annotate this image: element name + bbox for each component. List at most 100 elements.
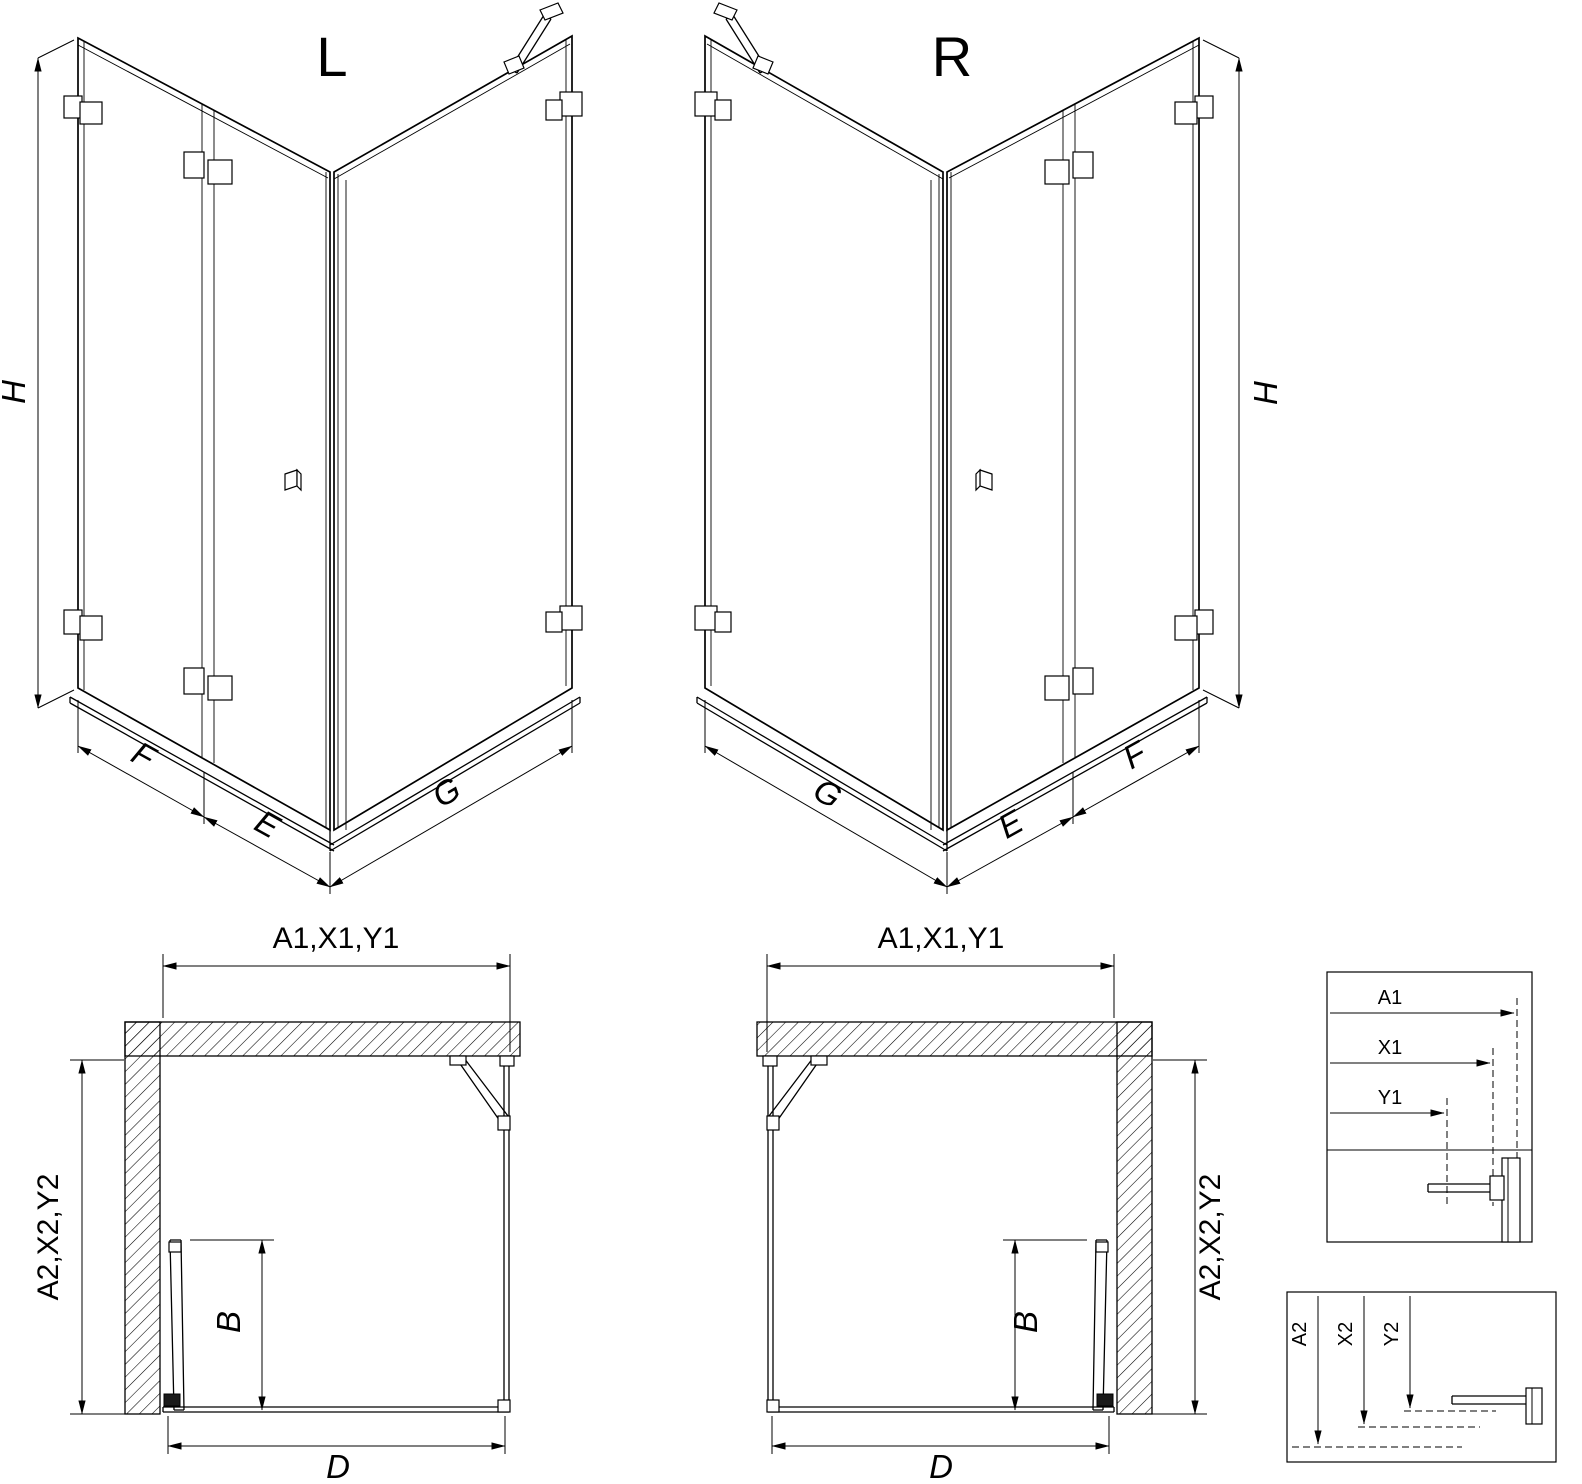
- hinge-block: [1044, 675, 1070, 701]
- wall-bracket: [559, 91, 583, 117]
- dim-label-d: D: [929, 1448, 953, 1484]
- brace-glass-clamp: [766, 1115, 780, 1131]
- dim-label-h: H: [0, 380, 32, 404]
- extension-lines: [704, 700, 1200, 894]
- glass-top-fitting: [762, 1055, 778, 1067]
- glass-edge-lines: [706, 40, 1200, 830]
- door-open-plan: [1092, 1239, 1114, 1411]
- glass-panel-side-outline: [704, 34, 944, 832]
- extension-lines: [167, 1416, 506, 1454]
- dimension-line-g: [329, 745, 573, 888]
- glass-edge-lines: [77, 40, 571, 830]
- dim-label-a1x1y1: A1,X1,Y1: [878, 922, 1005, 955]
- hinge-block: [183, 151, 205, 179]
- support-brace-plan: [449, 1055, 511, 1131]
- wall-profile: [1501, 1157, 1521, 1243]
- dimension-height-left: H: [0, 39, 75, 709]
- glass-panel-side-outline: [333, 34, 573, 832]
- brace-glass-clamp: [503, 55, 525, 75]
- detail-label-a1: A1: [1378, 987, 1402, 1009]
- dimension-line-e: [946, 816, 1074, 888]
- door-hinge-axis: [1062, 104, 1076, 763]
- plan-view-left: A1,X1,Y1 A2,X2,Y2 B D: [32, 922, 521, 1484]
- glass-top-fitting: [499, 1055, 515, 1067]
- brace-wall-mount: [810, 1055, 828, 1066]
- wall-bracket: [694, 91, 718, 117]
- brace-wall-mount: [539, 2, 564, 21]
- extension-lines: [771, 1416, 1110, 1454]
- wall-brackets: [63, 91, 583, 641]
- iso-view-right: H G E F R: [694, 2, 1284, 894]
- wall-profile: [1525, 1387, 1543, 1425]
- brace-bar: [768, 1057, 822, 1125]
- wall-bracket: [79, 615, 103, 641]
- door-top-cap: [1095, 1241, 1109, 1253]
- brace-bar: [509, 14, 552, 74]
- reference-dashed-lines: [1292, 1410, 1496, 1448]
- brace-glass-clamp: [752, 55, 774, 75]
- detail-box-horizontal-dims: A1 X1 Y1: [1326, 971, 1533, 1243]
- extension-ticks: [37, 39, 75, 709]
- wall-brackets: [694, 91, 1214, 641]
- dimension-line-f: [1072, 745, 1200, 818]
- door-hinge-axis: [201, 104, 215, 763]
- wall-profile-section: [1451, 1387, 1543, 1425]
- hinge-block: [183, 667, 205, 695]
- dimension-bottom-width: D: [771, 1416, 1110, 1484]
- hatched-wall-top: [124, 1021, 521, 1057]
- dim-label-d: D: [326, 1448, 350, 1484]
- dimension-height-right: H: [1202, 39, 1284, 709]
- dimension-bottom-width: D: [167, 1416, 506, 1484]
- detail-label-x1: X1: [1378, 1037, 1402, 1059]
- door-handle-knob: [975, 468, 993, 492]
- extension-lines: [162, 954, 511, 1052]
- wall-bracket: [1194, 609, 1214, 635]
- door-leaf: [169, 1239, 185, 1411]
- hinge-block: [1044, 159, 1070, 185]
- extension-lines: [766, 954, 1115, 1052]
- hatched-wall-top: [756, 1021, 1153, 1057]
- glass-section: [1451, 1395, 1526, 1405]
- dimension-side-depth: A2,X2,Y2: [32, 1059, 156, 1415]
- door-hinges: [1044, 151, 1094, 701]
- dim-label-b: B: [1007, 1311, 1044, 1333]
- wall-bracket: [1174, 101, 1198, 125]
- variant-label-left: L: [316, 25, 347, 88]
- brace-bar: [725, 14, 768, 74]
- hinge-block: [1072, 667, 1094, 695]
- wall-bracket: [79, 101, 103, 125]
- dimension-side-depth: A2,X2,Y2: [1121, 1059, 1227, 1415]
- support-brace-plan: [766, 1055, 828, 1131]
- corner-fitting: [766, 1399, 780, 1413]
- support-brace: [503, 2, 564, 75]
- detail-box-vertical-dims: A2 X2 Y2: [1286, 1291, 1557, 1463]
- dimension-line-e: [203, 816, 331, 888]
- wall-bracket: [63, 609, 83, 635]
- wall-bracket: [714, 611, 732, 633]
- wall-bracket: [1194, 95, 1214, 119]
- door-hinges: [183, 151, 233, 701]
- detail-label-x2: X2: [1335, 1322, 1357, 1346]
- door-top-cap: [168, 1241, 182, 1253]
- extension-lines: [77, 700, 573, 894]
- extension-ticks: [1202, 39, 1240, 709]
- dim-label-b: B: [210, 1311, 247, 1333]
- dim-label-h: H: [1247, 380, 1284, 404]
- brace-wall-mount: [449, 1055, 467, 1066]
- detail-frame: [1326, 971, 1533, 1243]
- glass-wall-right-plan: [503, 1056, 510, 1412]
- brace-glass-clamp: [497, 1115, 511, 1131]
- door-handle-knob: [284, 468, 302, 492]
- detail-label-a2: A2: [1289, 1322, 1311, 1346]
- glass-wall-bottom-plan: [162, 1406, 510, 1413]
- wall-bracket: [714, 99, 732, 121]
- door-open-plan: [163, 1239, 185, 1411]
- hinge-block: [207, 159, 233, 185]
- door-hinge-hardware: [163, 1393, 181, 1407]
- dimension-line-f: [77, 745, 205, 818]
- glass-wall-bottom-plan: [767, 1406, 1115, 1413]
- dim-label-a2x2y2: A2,X2,Y2: [1194, 1174, 1227, 1301]
- brace-bar: [455, 1057, 509, 1125]
